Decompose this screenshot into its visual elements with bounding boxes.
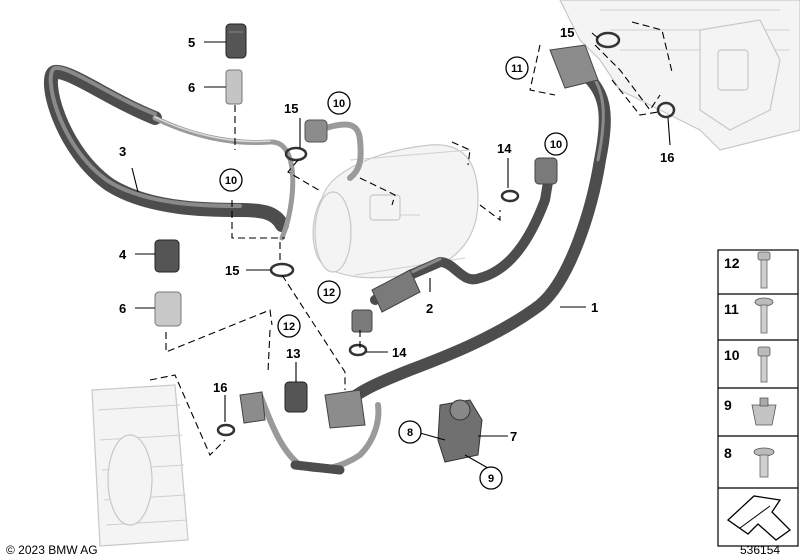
valve-core-6-bottom [154,291,182,327]
callout-15-bottom: 15 [225,263,239,278]
callout-2: 2 [426,301,433,316]
pipe-10-top [304,119,364,181]
callout-16-left: 16 [213,380,227,395]
svg-text:12: 12 [283,321,295,333]
callout-7: 7 [510,429,517,444]
circled-labels: 10 10 10 11 12 12 8 9 [219,56,568,490]
fasteners-panel: 12 11 10 9 8 [717,249,799,547]
circled-8: 8 [398,420,422,444]
panel-item-11: 11 [724,297,774,334]
callout-6-bottom: 6 [119,301,126,316]
leader-lines [131,32,671,469]
valve-core-6-top [225,69,243,105]
svg-text:10: 10 [225,175,237,187]
svg-text:11: 11 [724,301,739,317]
panel-item-9: 9 [724,397,777,426]
callout-3: 3 [119,144,126,159]
panel-item-10: 10 [724,346,771,383]
svg-text:10: 10 [724,347,740,363]
hose-3 [43,65,296,241]
callout-14-bottom: 14 [392,345,407,360]
svg-text:8: 8 [724,445,732,461]
compressor-ghost [312,144,479,279]
diagram-id: 536154 [740,543,780,557]
circled-11: 11 [505,56,529,80]
circled-12-mid: 12 [317,280,341,304]
pipe-lower [257,392,382,475]
cap-5 [225,23,247,59]
svg-text:10: 10 [333,98,345,110]
panel-item-12: 12 [724,251,771,289]
bracket-12-mid [351,309,373,333]
cap-4 [154,239,180,273]
svg-text:10: 10 [550,139,562,151]
direction-arrow-icon [726,495,792,541]
circled-10-left: 10 [219,168,243,192]
callout-4: 4 [119,247,127,262]
copyright-text: © 2023 BMW AG [6,543,98,557]
valve-7 [437,399,483,463]
pressure-sensor-13 [284,381,308,413]
hvac-housing-ghost [559,0,800,151]
hose-1 [324,44,611,429]
callout-14-top: 14 [497,141,512,156]
svg-text:12: 12 [724,255,740,271]
svg-text:11: 11 [511,63,523,75]
hose-2 [370,157,558,313]
callout-15-left: 15 [284,101,298,116]
panel-item-8: 8 [724,445,775,478]
seal-rings [216,31,676,437]
callout-15-top: 15 [560,25,574,40]
svg-text:9: 9 [724,397,732,413]
circled-10-right: 10 [544,132,568,156]
callout-1: 1 [591,300,598,315]
callout-labels: 1 2 3 4 5 6 6 7 13 14 14 15 15 15 16 16 [119,25,674,444]
svg-text:9: 9 [488,473,494,485]
callout-16-right: 16 [660,150,674,165]
bracket-12-lower [239,391,266,424]
svg-text:12: 12 [323,287,335,299]
callout-13: 13 [286,346,300,361]
circled-10-top: 10 [327,91,351,115]
assembly-lines [149,21,673,456]
svg-text:8: 8 [407,427,413,439]
condenser-ghost [91,384,189,547]
callout-6-top: 6 [188,80,195,95]
circled-12-lower: 12 [277,314,301,338]
callout-5: 5 [188,35,195,50]
circled-9: 9 [479,466,503,490]
